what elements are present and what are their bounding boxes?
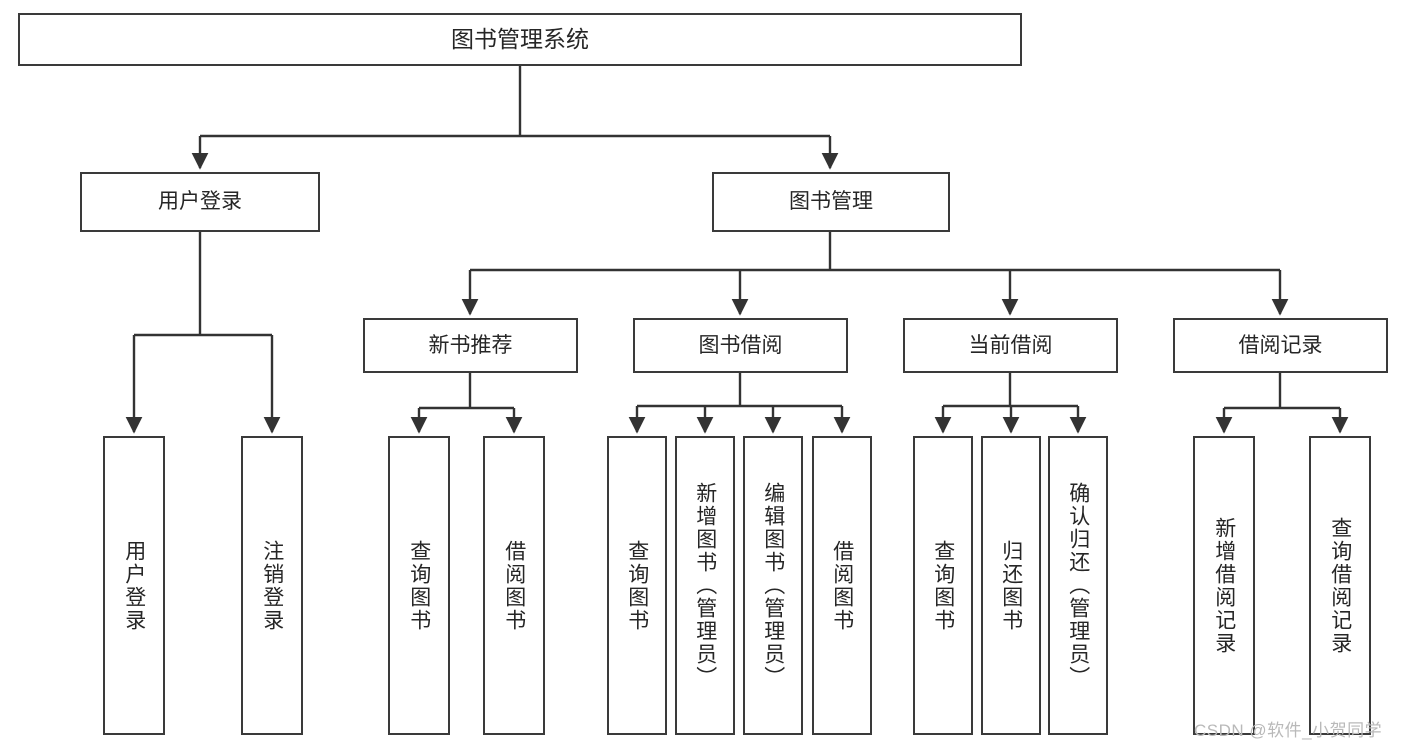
node-label: 新书推荐 (428, 333, 513, 357)
leaf-book-borrow-query-book[interactable]: 查询图书 (607, 436, 667, 735)
node-label: 查询图书 (625, 539, 649, 632)
leaf-book-borrow-add-book-admin[interactable]: 新增图书（管理员） (675, 436, 735, 735)
node-label: 注销登录 (260, 539, 284, 632)
leaf-logout-login[interactable]: 注销登录 (241, 436, 303, 735)
node-current-borrow[interactable]: 当前借阅 (903, 318, 1118, 373)
node-book-management[interactable]: 图书管理 (712, 172, 950, 232)
leaf-borrow-record-add-record[interactable]: 新增借阅记录 (1193, 436, 1255, 735)
node-borrow-record[interactable]: 借阅记录 (1173, 318, 1388, 373)
node-root-book-management-system[interactable]: 图书管理系统 (18, 13, 1022, 66)
leaf-book-borrow-edit-book-admin[interactable]: 编辑图书（管理员） (743, 436, 803, 735)
node-label: 用户登录 (122, 539, 146, 632)
node-label: 编辑图书（管理员） (761, 482, 785, 689)
node-label: 借阅记录 (1238, 333, 1323, 357)
node-label: 查询图书 (931, 539, 955, 632)
node-label: 新增图书（管理员） (693, 482, 717, 689)
node-label: 图书管理 (789, 190, 873, 214)
leaf-current-borrow-query-book[interactable]: 查询图书 (913, 436, 973, 735)
leaf-current-borrow-confirm-return-admin[interactable]: 确认归还（管理员） (1048, 436, 1108, 735)
node-label: 查询图书 (407, 539, 431, 632)
leaf-user-login[interactable]: 用户登录 (103, 436, 165, 735)
node-label: 确认归还（管理员） (1066, 482, 1090, 689)
node-book-borrow[interactable]: 图书借阅 (633, 318, 848, 373)
node-label: 图书借阅 (698, 333, 783, 357)
node-label: 归还图书 (999, 539, 1023, 632)
leaf-new-book-query-book[interactable]: 查询图书 (388, 436, 450, 735)
leaf-current-borrow-return-book[interactable]: 归还图书 (981, 436, 1041, 735)
node-label: 当前借阅 (968, 333, 1053, 357)
leaf-book-borrow-borrow-book[interactable]: 借阅图书 (812, 436, 872, 735)
node-label: 查询借阅记录 (1328, 516, 1352, 655)
node-label: 借阅图书 (830, 539, 854, 632)
csdn-watermark: CSDN @软件_小贺同学 (1194, 721, 1383, 740)
node-label: 图书管理系统 (451, 26, 589, 53)
node-label: 新增借阅记录 (1212, 516, 1236, 655)
node-label: 用户登录 (158, 190, 242, 214)
node-user-login[interactable]: 用户登录 (80, 172, 320, 232)
node-label: 借阅图书 (502, 539, 526, 632)
node-new-book-recommend[interactable]: 新书推荐 (363, 318, 578, 373)
leaf-new-book-borrow-book[interactable]: 借阅图书 (483, 436, 545, 735)
leaf-borrow-record-query-record[interactable]: 查询借阅记录 (1309, 436, 1371, 735)
